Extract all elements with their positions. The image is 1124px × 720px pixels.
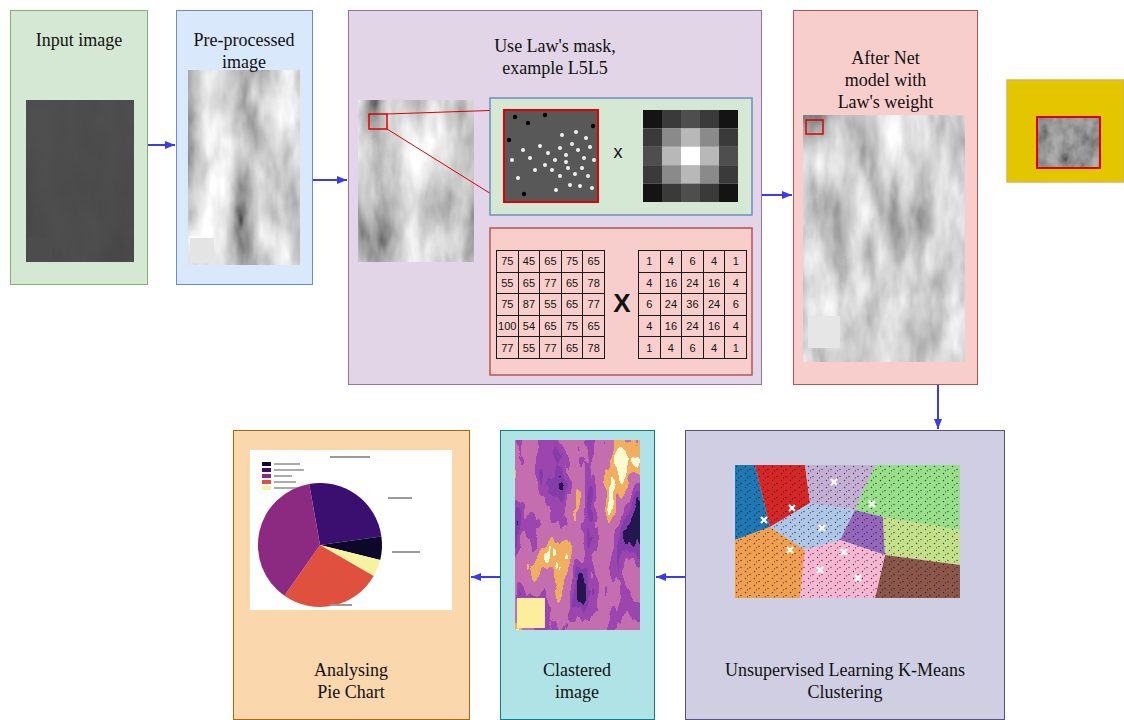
- flow-arrow: [313, 179, 347, 181]
- multiply-sign: X: [608, 286, 636, 320]
- pie-chart: [250, 450, 452, 610]
- matrix-cell: 24: [681, 272, 704, 295]
- matrix-cell: 16: [660, 315, 683, 338]
- matrix-cell: 100: [496, 315, 519, 338]
- input-image: [26, 100, 134, 262]
- matrix-cell: 77: [539, 336, 562, 359]
- matrix-cell: 6: [638, 293, 661, 316]
- matrix-cell: 65: [561, 336, 584, 359]
- matrix-cell: 1: [638, 250, 661, 273]
- matrix-cell: 16: [660, 272, 683, 295]
- matrix-cell: 4: [660, 250, 683, 273]
- flow-arrow: [148, 144, 175, 146]
- matrix-cell: 55: [518, 336, 541, 359]
- matrix-cell: 65: [539, 315, 562, 338]
- matrix-cell: 45: [518, 250, 541, 273]
- matrix-cell: 24: [660, 293, 683, 316]
- matrix-cell: 65: [539, 250, 562, 273]
- matrix-cell: 78: [582, 336, 605, 359]
- matrix-cell: 55: [539, 293, 562, 316]
- process-box: Input image: [10, 10, 148, 285]
- box-title: Unsupervised Learning K-Means Clustering: [705, 659, 985, 703]
- process-box: Unsupervised Learning K-Means Clustering: [685, 430, 1005, 720]
- matrix-cell: 4: [660, 336, 683, 359]
- matrix-cell: 6: [681, 250, 704, 273]
- matrix-cell: 65: [518, 272, 541, 295]
- matrix-cell: 75: [561, 250, 584, 273]
- filtered-image: [803, 115, 965, 362]
- matrix-cell: 65: [582, 315, 605, 338]
- box-title: Analysing Pie Chart: [306, 659, 396, 703]
- matrix-cell: 24: [703, 293, 726, 316]
- black-pixels: [507, 113, 595, 196]
- box-title: Input image: [14, 29, 144, 51]
- matrix-cell: 75: [561, 315, 584, 338]
- matrix-cell: 1: [638, 336, 661, 359]
- clustered-image: [515, 440, 640, 630]
- flow-arrow: [937, 385, 939, 429]
- matrix-cell: 6: [724, 293, 747, 316]
- matrix-cell: 16: [703, 272, 726, 295]
- process-box: Analysing Pie Chart: [233, 430, 470, 720]
- matrix-cell: 4: [724, 315, 747, 338]
- matrix-cell: 65: [561, 272, 584, 295]
- matrix-cell: 77: [582, 293, 605, 316]
- box-title: Use Law's mask, example L5L5: [480, 35, 630, 79]
- matrix-cell: 55: [496, 272, 519, 295]
- zoom-callout: [1007, 80, 1124, 182]
- matrix-cell: 4: [724, 272, 747, 295]
- matrix-cell: 87: [518, 293, 541, 316]
- matrix-panel: [490, 228, 752, 375]
- matrix-cell: 16: [703, 315, 726, 338]
- box-title: After Net model with Law's weight: [828, 47, 943, 113]
- matrix-cell: 6: [681, 336, 704, 359]
- process-box: After Net model with Law's weight: [793, 10, 978, 385]
- white-pixels: [510, 130, 596, 192]
- flow-arrow: [762, 194, 792, 196]
- matrix-cell: 75: [496, 293, 519, 316]
- kmeans-voronoi: [735, 465, 960, 598]
- flow-arrow: [471, 576, 500, 578]
- matrix-cell: 4: [638, 315, 661, 338]
- matrix-cell: 65: [561, 293, 584, 316]
- matrix-cell: 4: [638, 272, 661, 295]
- multiply-sign: x: [606, 140, 630, 164]
- matrix-cell: 77: [539, 272, 562, 295]
- matrix-cell: 24: [681, 315, 704, 338]
- matrix-cell: 54: [518, 315, 541, 338]
- matrix-cell: 75: [496, 250, 519, 273]
- flow-arrow: [656, 576, 685, 578]
- matrix-cell: 65: [582, 250, 605, 273]
- preprocessed-image: [188, 70, 300, 265]
- matrix-cell: 77: [496, 336, 519, 359]
- matrix-cell: 78: [582, 272, 605, 295]
- laws-mask-illustration: [358, 98, 752, 375]
- matrix-cell: 36: [681, 293, 704, 316]
- gaussian-kernel-image: [643, 110, 738, 202]
- matrix-cell: 4: [703, 250, 726, 273]
- box-title: Clastered image: [527, 659, 627, 703]
- process-box: Clastered image: [500, 430, 655, 720]
- process-box: Pre-processed image: [176, 10, 313, 285]
- matrix-cell: 4: [703, 336, 726, 359]
- box-title: Pre-processed image: [183, 29, 305, 73]
- matrix-cell: 1: [724, 336, 747, 359]
- matrix-cell: 1: [724, 250, 747, 273]
